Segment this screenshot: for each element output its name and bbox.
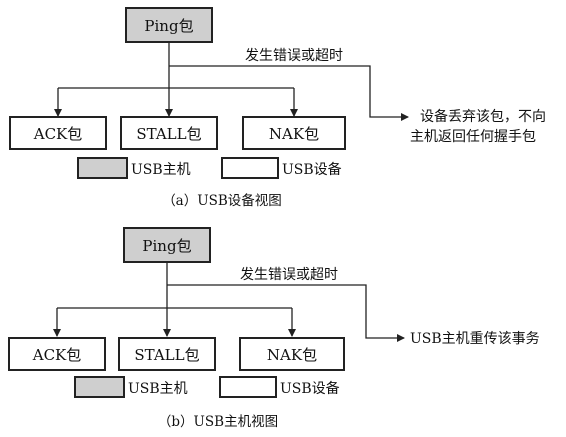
legend-device-swatch	[219, 376, 277, 398]
stall-packet-box	[120, 116, 218, 150]
nak-packet-box	[242, 116, 346, 150]
legend-device-label: USB设备	[280, 380, 340, 397]
error-path-arrow	[169, 65, 409, 121]
legend-host-swatch	[74, 376, 125, 398]
nak-packet-label: NAK包	[269, 125, 319, 143]
error-condition-label: 发生错误或超时	[245, 48, 343, 64]
nak-packet-label: NAK包	[267, 346, 317, 364]
ack-packet-label: ACK包	[33, 125, 83, 143]
legend-device-swatch	[221, 157, 279, 179]
caption-a: （a）USB设备视图	[162, 192, 282, 209]
legend-host-label: USB主机	[131, 162, 191, 178]
error-path-arrow	[167, 284, 405, 342]
ping-packet-box	[123, 227, 211, 263]
legend-host-swatch	[77, 157, 128, 179]
ping-packet-label: Ping包	[142, 237, 191, 255]
caption-b: （b）USB主机视图	[158, 414, 278, 430]
ping-packet-label: Ping包	[144, 17, 193, 35]
error-condition-label: 发生错误或超时	[240, 267, 338, 283]
device-result-line1: 设备丢弃该包，不向	[420, 108, 546, 125]
legend-host-label: USB主机	[128, 381, 188, 397]
ack-packet-label: ACK包	[32, 346, 82, 364]
device-result-line2: 主机返回任何握手包	[410, 129, 536, 145]
panel-b: Ping包 发生错误或超时 USB主机重传该事务 ACK包 STALL包 NAK…	[8, 227, 540, 430]
nak-packet-box	[239, 337, 345, 371]
stall-packet-label: STALL包	[136, 125, 201, 143]
ack-packet-box	[9, 116, 107, 150]
legend-device-label: USB设备	[282, 161, 342, 178]
stall-packet-label: STALL包	[134, 346, 199, 364]
ack-packet-box	[8, 337, 106, 371]
host-result-label: USB主机重传该事务	[410, 331, 540, 347]
stall-packet-box	[118, 337, 216, 371]
panel-a: Ping包 发生错误或超时 设备丢弃该包，不向 主机返回任何握手包 ACK包 S…	[9, 7, 546, 209]
